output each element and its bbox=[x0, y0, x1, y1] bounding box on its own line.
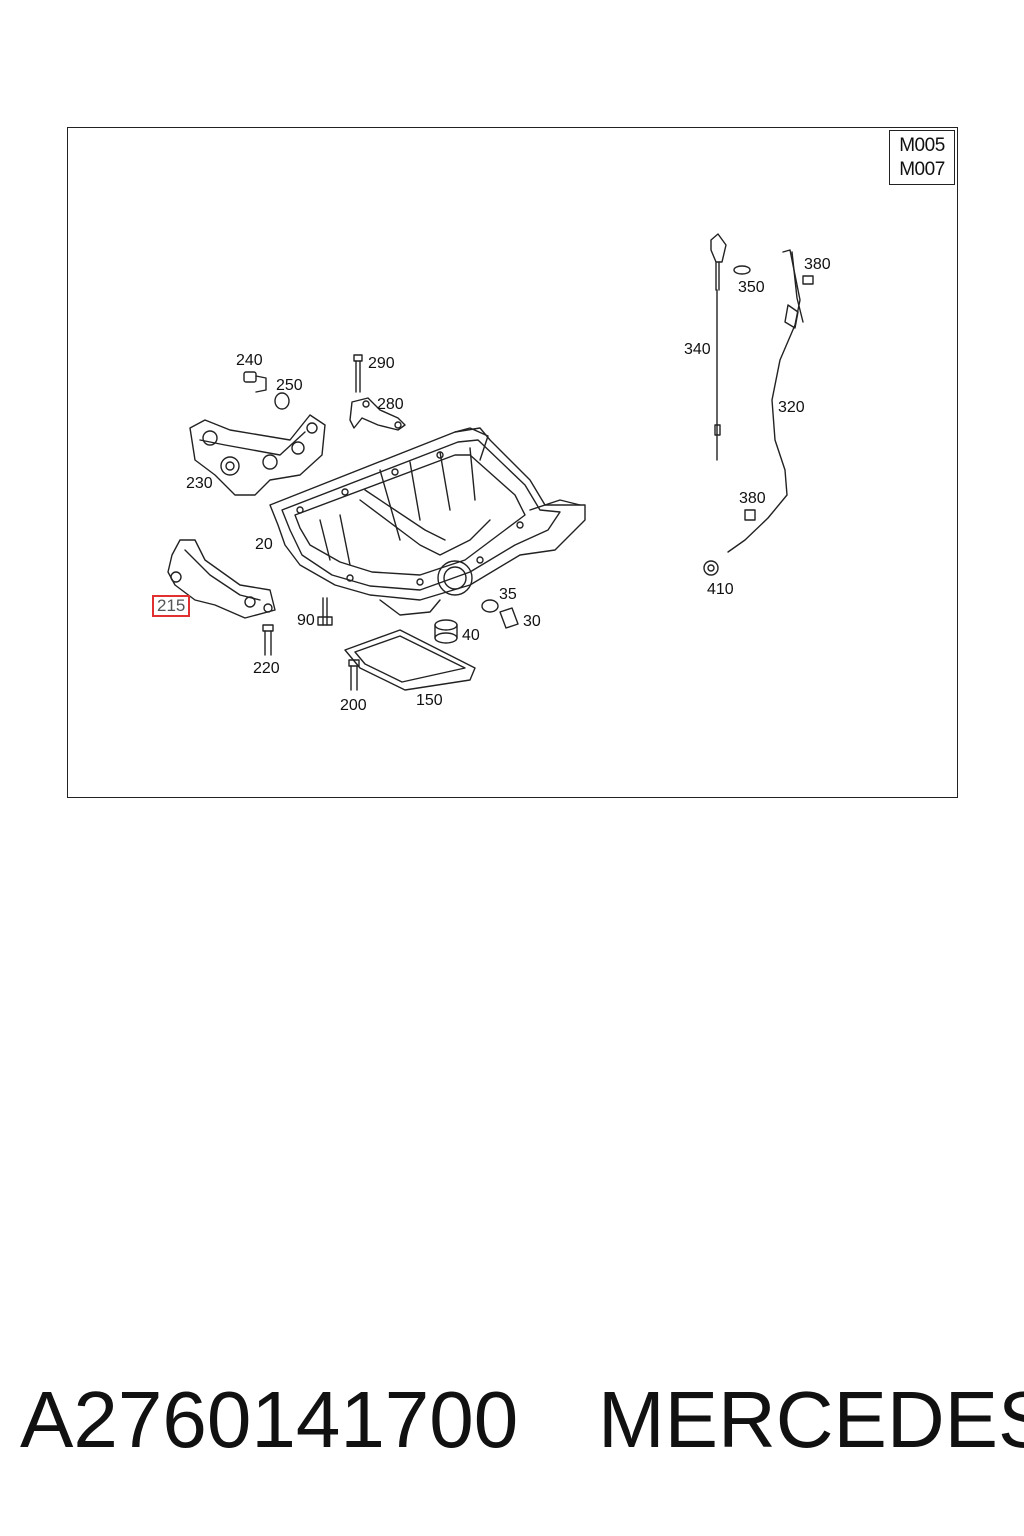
oil-pan-drawing bbox=[269, 427, 586, 616]
model-code-2: M007 bbox=[899, 158, 945, 180]
callout-250[interactable]: 250 bbox=[276, 377, 303, 394]
callout-340[interactable]: 340 bbox=[684, 341, 711, 358]
bolt-380-bottom-drawing bbox=[744, 509, 756, 521]
callout-240[interactable]: 240 bbox=[236, 352, 263, 369]
seal-410-drawing bbox=[703, 560, 719, 576]
callout-380-bottom[interactable]: 380 bbox=[739, 490, 766, 507]
callout-320[interactable]: 320 bbox=[778, 399, 805, 416]
callout-150[interactable]: 150 bbox=[416, 692, 443, 709]
brand-name: MERCEDES bbox=[598, 1375, 1024, 1464]
part-number: A2760141700 bbox=[20, 1375, 519, 1464]
callout-30[interactable]: 30 bbox=[523, 613, 541, 630]
bracket-230-drawing bbox=[189, 414, 326, 496]
bracket-215-drawing bbox=[167, 539, 276, 619]
drain-plug-30-drawing bbox=[499, 607, 519, 629]
bolt-220-drawing bbox=[262, 624, 274, 656]
sleeve-250-drawing bbox=[274, 392, 290, 410]
o-ring-350-drawing bbox=[733, 265, 751, 275]
bolt-290-drawing bbox=[353, 354, 363, 393]
callout-380-top[interactable]: 380 bbox=[804, 256, 831, 273]
seal-ring-35-drawing bbox=[481, 599, 499, 613]
guide-tube-320-drawing bbox=[727, 249, 804, 553]
callout-200[interactable]: 200 bbox=[340, 697, 367, 714]
filter-40-drawing bbox=[434, 619, 458, 644]
exploded-parts-diagram bbox=[167, 233, 814, 691]
model-code-box: M005 M007 bbox=[889, 130, 955, 185]
callout-280[interactable]: 280 bbox=[377, 396, 404, 413]
callout-35[interactable]: 35 bbox=[499, 586, 517, 603]
bolt-380-top-drawing bbox=[802, 275, 814, 285]
callout-220[interactable]: 220 bbox=[253, 660, 280, 677]
callout-40[interactable]: 40 bbox=[462, 627, 480, 644]
bolt-240-drawing bbox=[243, 371, 267, 393]
callout-230[interactable]: 230 bbox=[186, 475, 213, 492]
diagram-frame bbox=[67, 127, 958, 798]
model-code-1: M005 bbox=[899, 134, 945, 156]
callout-215-highlighted[interactable]: 215 bbox=[152, 595, 191, 617]
callout-410[interactable]: 410 bbox=[707, 581, 734, 598]
bolt-90-drawing bbox=[317, 597, 333, 626]
footer: A2760141700 MERCEDES bbox=[0, 1370, 1024, 1470]
gasket-150-drawing bbox=[344, 629, 476, 691]
callout-290[interactable]: 290 bbox=[368, 355, 395, 372]
callout-350[interactable]: 350 bbox=[738, 279, 765, 296]
callout-20[interactable]: 20 bbox=[255, 536, 273, 553]
bracket-280-drawing bbox=[349, 397, 406, 431]
dipstick-340-drawing bbox=[710, 233, 727, 461]
callout-90[interactable]: 90 bbox=[297, 612, 315, 629]
